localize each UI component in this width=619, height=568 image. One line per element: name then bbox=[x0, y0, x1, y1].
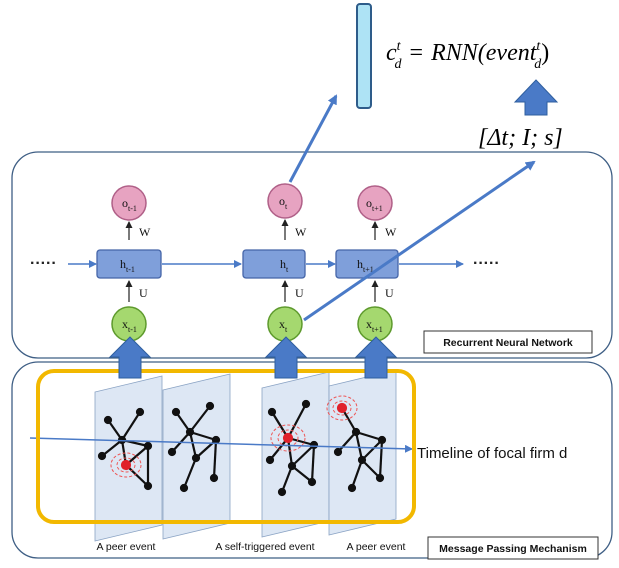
svg-text:ot+1: ot+1 bbox=[366, 196, 383, 213]
u-label: U bbox=[139, 286, 148, 300]
rnn-column-t-plus-1: ot+1 W ht+1 U xt+1 bbox=[335, 185, 399, 342]
output-node bbox=[111, 185, 147, 221]
output-node-sub: t+1 bbox=[372, 204, 383, 213]
output-node-label: o bbox=[122, 196, 128, 210]
svg-text:ht: ht bbox=[280, 257, 289, 274]
hidden-node bbox=[96, 249, 162, 279]
input-node-sub: t-1 bbox=[128, 325, 137, 334]
input-node-label: x bbox=[279, 317, 285, 331]
output-node-sub: t-1 bbox=[128, 204, 137, 213]
ellipsis-right: ····· bbox=[473, 255, 500, 272]
hidden-node-sub: t bbox=[286, 265, 289, 274]
svg-text:xt: xt bbox=[279, 317, 288, 334]
svg-text:ot: ot bbox=[279, 194, 288, 211]
input-node-sub: t+1 bbox=[372, 325, 383, 334]
input-node-sub: t bbox=[285, 325, 288, 334]
ellipsis-left: ····· bbox=[30, 255, 57, 272]
hidden-node-sub: t+1 bbox=[363, 265, 374, 274]
rnn-column-t-minus-1: ot-1 W ht-1 U xt-1 bbox=[96, 185, 162, 342]
w-label: W bbox=[295, 225, 307, 239]
hidden-node-label: h bbox=[120, 257, 126, 271]
rnn-column-t: ot W ht U xt bbox=[242, 183, 307, 342]
svg-text:xt-1: xt-1 bbox=[122, 317, 137, 334]
caption-self-triggered-event: A self-triggered event bbox=[215, 541, 314, 553]
snapshot-panel bbox=[261, 371, 330, 538]
rnn-label-box bbox=[423, 330, 593, 354]
context-vector-bar bbox=[356, 3, 372, 109]
caption-peer-event-2: A peer event bbox=[347, 541, 406, 553]
input-to-features-arrow bbox=[303, 160, 536, 322]
u-label: U bbox=[385, 286, 394, 300]
up-arrow bbox=[264, 336, 308, 379]
output-node bbox=[267, 183, 303, 219]
graph-4 bbox=[326, 395, 387, 493]
hidden-node bbox=[242, 249, 306, 279]
mpm-label: Message Passing Mechanism bbox=[439, 543, 587, 555]
hidden-node-label: h bbox=[280, 257, 286, 271]
graph-3 bbox=[265, 399, 319, 497]
hidden-node-label: h bbox=[357, 257, 363, 271]
output-to-vector-arrow bbox=[288, 94, 338, 183]
timeline-arrow bbox=[29, 437, 413, 453]
svg-text:ht+1: ht+1 bbox=[357, 257, 374, 274]
mpm-label-box bbox=[427, 536, 599, 560]
graph-2 bbox=[167, 401, 221, 493]
svg-text:xt+1: xt+1 bbox=[366, 317, 383, 334]
w-label: W bbox=[385, 225, 397, 239]
svg-text:ot-1: ot-1 bbox=[122, 196, 137, 213]
input-node bbox=[357, 306, 393, 342]
output-node bbox=[357, 185, 393, 221]
output-node-sub: t bbox=[285, 202, 288, 211]
rnn-box bbox=[11, 151, 613, 359]
layer-up-arrows bbox=[108, 336, 398, 379]
output-node-label: o bbox=[366, 196, 372, 210]
features-label: [Δt; I; s] bbox=[478, 125, 563, 151]
event-window-highlight bbox=[36, 369, 416, 524]
timeline-label: Timeline of focal firm d bbox=[417, 445, 567, 462]
input-node-label: x bbox=[122, 317, 128, 331]
w-label: W bbox=[139, 225, 151, 239]
output-node-label: o bbox=[279, 194, 285, 208]
hidden-node-sub: t-1 bbox=[126, 265, 135, 274]
input-node bbox=[111, 306, 147, 342]
up-arrow bbox=[108, 336, 152, 379]
rnn-label: Recurrent Neural Network bbox=[443, 337, 573, 349]
caption-peer-event-1: A peer event bbox=[97, 541, 156, 553]
input-node-label: x bbox=[366, 317, 372, 331]
graph-1 bbox=[97, 407, 153, 491]
svg-text:ht-1: ht-1 bbox=[120, 257, 135, 274]
up-arrow bbox=[354, 336, 398, 379]
input-node bbox=[267, 306, 303, 342]
u-label: U bbox=[295, 286, 304, 300]
feature-up-arrow bbox=[513, 79, 559, 116]
